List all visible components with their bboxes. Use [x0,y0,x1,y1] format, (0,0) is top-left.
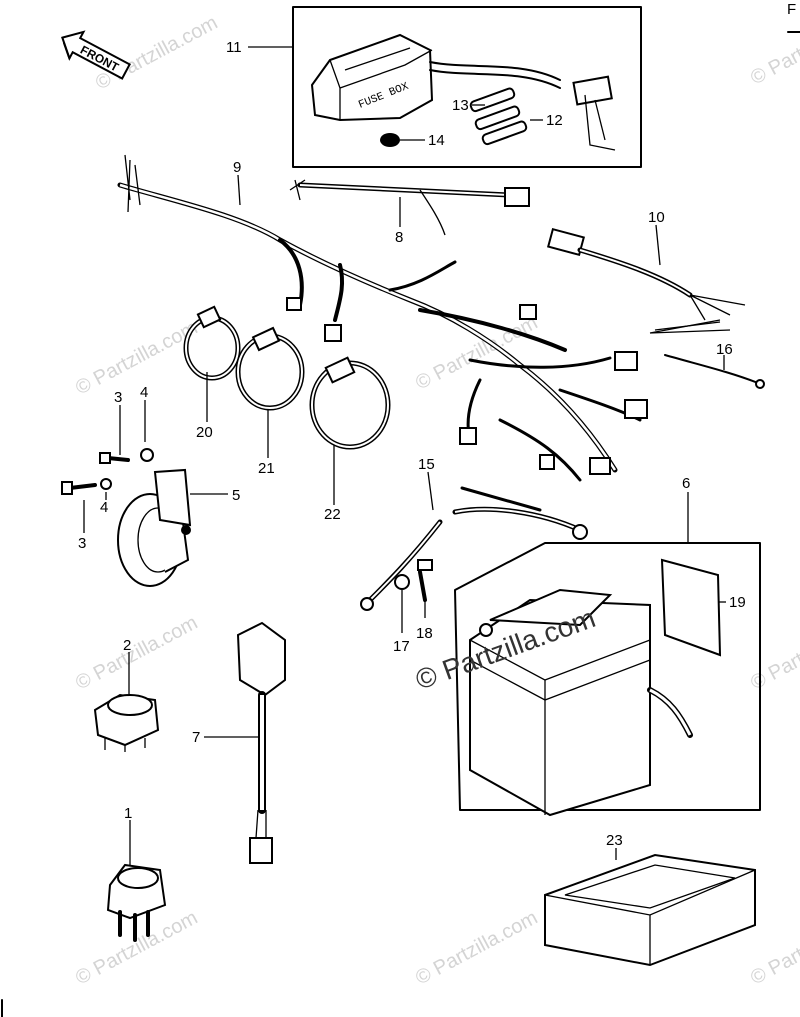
sub-harness-10[interactable] [546,227,746,334]
fuse-12b [481,120,528,146]
band-clamp-20[interactable] [183,305,241,381]
lead-7[interactable] [236,621,286,864]
callout-14: 14 [428,132,445,149]
connector [624,399,648,419]
callout-7: 7 [192,729,200,746]
band-clamp-22[interactable] [309,356,391,450]
callout-1: 1 [124,805,132,822]
fuse-box-assembly[interactable]: FUSE BOX [292,6,642,168]
horn-bracket [153,468,192,527]
battery-label-19 [660,558,722,657]
watermark-text: © Partzilla.com [72,317,201,400]
battery-assembly[interactable] [454,542,761,817]
fuse-box-wire [429,61,561,81]
battery-case-23[interactable] [544,853,756,967]
watermark-text: © Partzilla.com [72,612,201,695]
callouts: 11 13 12 14 9 8 10 16 3 4 20 21 22 5 4 3… [78,39,746,849]
connector [589,457,611,475]
callout-8: 8 [395,229,403,246]
fuse-12a [474,105,521,131]
watermark-text: © Partzilla.com [92,12,221,95]
front-arrow: FRONT [61,30,132,80]
watermark-text: © Partzilla.com [412,312,541,395]
callout-17: 17 [393,638,410,655]
watermark-text: © Partzilla.com [747,612,800,695]
fuse-box [310,33,434,122]
callout-13: 13 [452,97,469,114]
ground-wire-16[interactable] [664,354,759,384]
horn-assembly[interactable] [61,448,192,587]
fuse-box-frame [292,6,642,168]
fuse-clip-14 [380,133,400,147]
watermark-text: © Partzilla.com [412,907,541,990]
callout-16: 16 [716,341,733,358]
callout-2: 2 [123,637,131,654]
relay-2[interactable] [93,693,160,752]
callout-5: 5 [232,487,240,504]
sub-harness-8[interactable] [289,179,530,236]
relay-1[interactable] [106,863,167,942]
page-corner-letter: F [787,1,796,18]
connector [572,75,613,106]
callout-6: 6 [682,475,690,492]
callout-3b: 3 [78,535,86,552]
callout-21: 21 [258,460,275,477]
callout-18: 18 [416,625,433,642]
battery [469,598,651,817]
callout-9: 9 [233,159,241,176]
band-clamp-21[interactable] [235,326,305,411]
main-harness[interactable] [117,154,648,482]
connector [324,324,342,342]
callout-3a: 3 [114,389,122,406]
battery-frame [454,542,761,811]
callout-10: 10 [648,209,665,226]
callout-4a: 4 [140,384,148,401]
callout-4b: 4 [100,499,108,516]
callout-22: 22 [324,506,341,523]
connector [614,351,638,371]
callout-12: 12 [546,112,563,129]
callout-11: 11 [226,39,242,56]
callout-20: 20 [196,424,213,441]
connector [459,427,477,445]
callout-23: 23 [606,832,623,849]
battery-leads[interactable] [360,486,588,611]
watermark-text: © Partzilla.com [747,7,800,90]
callout-19: 19 [729,594,746,611]
callout-15: 15 [418,456,435,473]
leader-lines [83,46,726,865]
